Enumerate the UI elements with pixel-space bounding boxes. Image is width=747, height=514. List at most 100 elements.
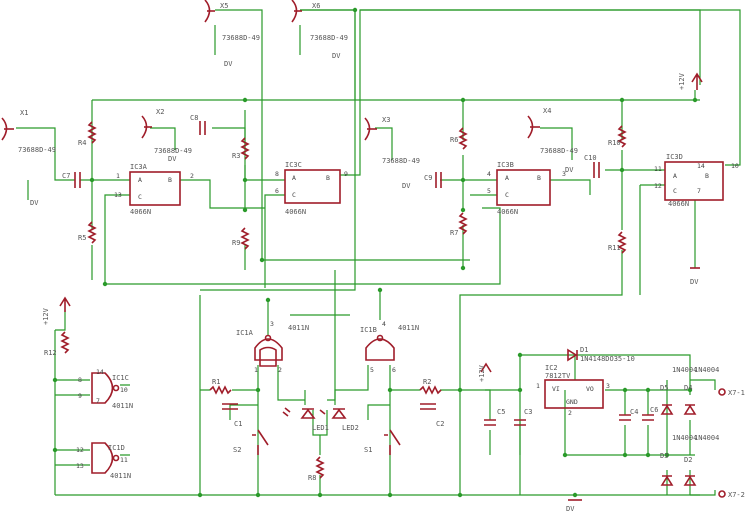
svg-text:11: 11 [654, 165, 662, 173]
svg-text:D4: D4 [684, 384, 692, 392]
svg-text:C4: C4 [630, 408, 638, 416]
svg-text:R5: R5 [78, 234, 86, 242]
led2: LED2 [319, 408, 359, 432]
svg-text:12: 12 [76, 446, 84, 454]
svg-text:VI: VI [552, 385, 560, 393]
connector-x4: X4 73688D-49 DV [527, 107, 578, 174]
svg-text:9: 9 [344, 170, 348, 178]
junctions [52, 7, 698, 498]
svg-text:13: 13 [114, 191, 122, 199]
svg-text:IC1D: IC1D [108, 444, 125, 452]
svg-text:1: 1 [254, 366, 258, 374]
svg-text:+12V: +12V [478, 364, 486, 382]
svg-text:8: 8 [78, 376, 82, 384]
svg-text:11: 11 [120, 456, 128, 464]
svg-text:B: B [168, 176, 172, 184]
svg-text:7812TV: 7812TV [545, 372, 571, 380]
svg-text:IC3A: IC3A [130, 163, 148, 171]
svg-text:1N4004: 1N4004 [672, 434, 697, 442]
svg-text:6: 6 [275, 187, 279, 195]
svg-text:4011N: 4011N [110, 472, 131, 480]
svg-text:5: 5 [370, 366, 374, 374]
svg-text:9: 9 [78, 392, 82, 400]
ic1b: IC1B 4 5 6 4011N [360, 320, 419, 374]
svg-text:C5: C5 [497, 408, 505, 416]
ic1c: IC1C 8 9 10 14 7 4011N [78, 368, 133, 410]
svg-text:2: 2 [568, 409, 572, 417]
svg-text:DV: DV [30, 199, 39, 207]
svg-text:4: 4 [382, 320, 386, 328]
svg-text:DV: DV [332, 52, 341, 60]
svg-text:B: B [705, 172, 709, 180]
svg-text:R7: R7 [450, 229, 458, 237]
svg-text:R1: R1 [212, 378, 220, 386]
svg-text:C8: C8 [190, 114, 198, 122]
svg-text:10: 10 [731, 162, 739, 170]
svg-text:A: A [673, 172, 677, 180]
svg-text:C: C [505, 191, 509, 199]
ic3d: IC3D A C B 11 10 12 14 7 4066N [654, 153, 739, 208]
svg-text:73688D-49: 73688D-49 [540, 147, 578, 155]
svg-text:LED2: LED2 [342, 424, 359, 432]
svg-text:IC2: IC2 [545, 364, 558, 372]
svg-text:X7-2: X7-2 [728, 491, 745, 499]
svg-text:DV: DV [566, 505, 575, 513]
svg-text:S2: S2 [233, 446, 241, 454]
svg-text:S1: S1 [364, 446, 372, 454]
svg-text:73688D-49: 73688D-49 [310, 34, 348, 42]
capacitors: C7 C8 C9 C10 C1 C2 C5 C3 C4 C6 [62, 114, 658, 428]
svg-text:6: 6 [392, 366, 396, 374]
svg-text:IC1A: IC1A [236, 329, 254, 337]
svg-text:4: 4 [487, 170, 491, 178]
svg-text:R6: R6 [450, 136, 458, 144]
svg-text:10: 10 [120, 386, 128, 394]
svg-text:D2: D2 [684, 456, 692, 464]
svg-text:X5: X5 [220, 2, 228, 10]
svg-text:73688D-49: 73688D-49 [382, 157, 420, 165]
svg-text:14: 14 [96, 368, 104, 376]
svg-text:DV: DV [565, 166, 574, 174]
svg-text:X3: X3 [382, 116, 390, 124]
svg-text:C7: C7 [62, 172, 70, 180]
svg-text:IC3C: IC3C [285, 161, 302, 169]
svg-text:13: 13 [76, 462, 84, 470]
svg-text:1N4004: 1N4004 [672, 366, 697, 374]
svg-text:R4: R4 [78, 139, 86, 147]
svg-text:DV: DV [402, 182, 411, 190]
svg-text:R10: R10 [608, 139, 621, 147]
svg-text:73688D-49: 73688D-49 [18, 146, 56, 154]
svg-text:IC3D: IC3D [666, 153, 683, 161]
ic1d: IC1D 12 13 11 4011N [76, 442, 131, 480]
svg-text:VO: VO [586, 385, 594, 393]
connector-x2: X2 73688D-49 DV [141, 108, 192, 163]
svg-text:A: A [505, 174, 509, 182]
connector-x1: X1 73688D-49 DV [1, 109, 56, 207]
svg-text:DV: DV [690, 278, 699, 286]
svg-text:4066N: 4066N [668, 200, 689, 208]
bridge-diodes: D5 D4 D3 D2 1N4004 1N4004 1N4004 1N4004 [660, 366, 719, 486]
svg-text:14: 14 [697, 162, 705, 170]
svg-text:4011N: 4011N [398, 324, 419, 332]
svg-text:+12V: +12V [42, 307, 50, 325]
svg-text:7: 7 [96, 397, 100, 405]
svg-text:D5: D5 [660, 384, 668, 392]
svg-text:7: 7 [697, 187, 701, 195]
diode-d1: D1 1N4148DO35-10 [567, 346, 635, 363]
connector-x5: X5 73688D-49 DV [204, 0, 260, 68]
svg-text:C9: C9 [424, 174, 432, 182]
svg-text:B: B [537, 174, 541, 182]
svg-text:R11: R11 [608, 244, 621, 252]
ic3b: IC3B A B C 4 3 5 4066N [487, 161, 566, 216]
svg-text:B: B [326, 174, 330, 182]
wires [16, 9, 741, 496]
svg-text:5: 5 [487, 187, 491, 195]
svg-text:1: 1 [116, 172, 120, 180]
svg-text:8: 8 [275, 170, 279, 178]
ic3c: IC3C A B C 8 9 6 4066N [275, 161, 348, 216]
svg-text:X7-1: X7-1 [728, 389, 745, 397]
svg-text:3: 3 [270, 320, 274, 328]
svg-text:2: 2 [190, 172, 194, 180]
svg-text:C3: C3 [524, 408, 532, 416]
svg-text:R2: R2 [423, 378, 431, 386]
led1: LED1 [282, 407, 329, 432]
